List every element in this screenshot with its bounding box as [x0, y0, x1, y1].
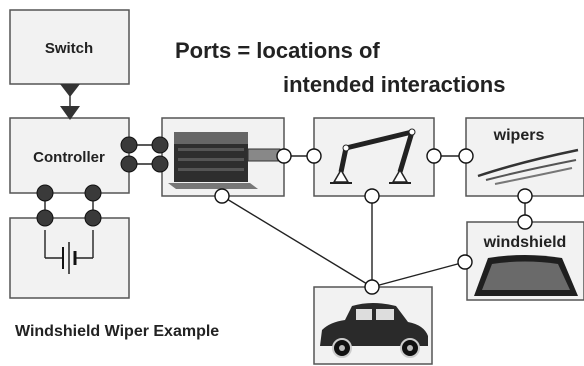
title-line-2: intended interactions: [283, 72, 505, 97]
wipers-label: wipers: [493, 127, 545, 144]
switch-controller-ports: [60, 84, 80, 120]
car-box: [313, 286, 433, 365]
controller-port-bottom: [120, 155, 138, 173]
linkage-output-port: [426, 148, 442, 164]
motor-box: [161, 117, 285, 197]
battery-icon: [44, 230, 94, 274]
wipers-contact-port: [517, 188, 533, 204]
linkage-box: [313, 117, 435, 197]
windshield-mount-port: [457, 254, 473, 270]
battery-port-left: [36, 209, 54, 227]
linkage-input-port: [306, 148, 322, 164]
car-mount-port: [364, 279, 380, 295]
linkage-icon: [330, 128, 416, 184]
motor-car-line: [221, 195, 373, 288]
linkage-mount-port: [364, 188, 380, 204]
controller-port-left: [36, 184, 54, 202]
electrical-ports: [36, 136, 169, 227]
windshield-label: windshield: [483, 234, 567, 251]
wiper-blades-icon: [477, 148, 579, 185]
windshield-box: windshield: [466, 221, 584, 301]
mechanical-ports: [214, 148, 533, 295]
controller-port-right: [84, 184, 102, 202]
motor-icon: [168, 132, 281, 189]
controller-box: Controller: [9, 117, 130, 194]
car-icon: [320, 303, 428, 358]
motor-port-bottom: [151, 155, 169, 173]
motor-port-top: [151, 136, 169, 154]
controller-label: Controller: [33, 149, 105, 166]
title-line-1: Ports = locations of: [175, 38, 380, 63]
switch-box: Switch: [9, 9, 130, 85]
windshield-car-line: [371, 261, 466, 288]
battery-box: [9, 217, 130, 299]
motor-shaft-port: [276, 148, 292, 164]
wipers-input-port: [458, 148, 474, 164]
battery-port-right: [84, 209, 102, 227]
motor-mount-port: [214, 188, 230, 204]
windshield-icon: [474, 255, 578, 296]
diagram-caption: Windshield Wiper Example: [15, 323, 219, 340]
switch-output-port: [60, 84, 80, 97]
windshield-contact-port: [517, 214, 533, 230]
wipers-box: wipers: [465, 117, 584, 197]
controller-port-top: [120, 136, 138, 154]
controller-input-port: [60, 106, 80, 120]
switch-label: Switch: [45, 40, 93, 57]
